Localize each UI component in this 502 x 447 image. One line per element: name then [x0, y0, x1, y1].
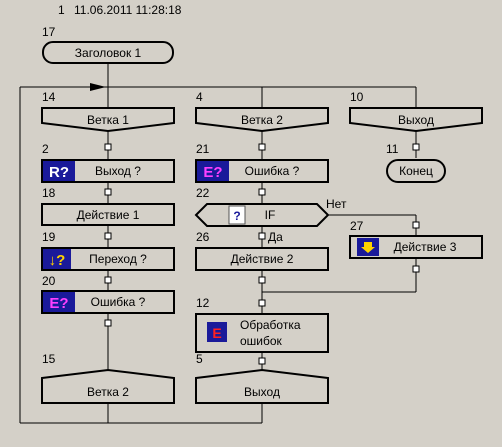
- if-document-icon: [228, 205, 246, 225]
- node-action-1-shape: [41, 203, 175, 226]
- node-error-question-1-id: 20: [42, 274, 56, 288]
- rail-arrow-icon: [90, 83, 106, 91]
- question-e-icon: [43, 292, 75, 312]
- node-branch-2-end-label: Ветка 2: [87, 385, 129, 399]
- header-number: 1: [58, 3, 65, 17]
- node-goto-question-shape: [41, 247, 175, 271]
- node-branch-1-id: 14: [42, 90, 56, 104]
- node-action-1-label: Действие 1: [77, 208, 140, 222]
- node-exit-branch-label: Выход: [398, 113, 434, 127]
- node-exit-question[interactable]: 2 R? Выход ?: [41, 142, 175, 183]
- node-exit-branch-shape: [349, 107, 483, 133]
- node-if-shape: [194, 203, 330, 227]
- node-error-question-2-icon-text: E?: [203, 164, 222, 181]
- node-if-id: 22: [196, 186, 210, 200]
- node-if-label: IF: [265, 208, 276, 222]
- port: [104, 232, 112, 240]
- question-down-icon: [43, 249, 71, 269]
- header-timestamp: 11.06.2011 11:28:18: [74, 3, 182, 17]
- node-error-question-1-label: Ошибка ?: [91, 295, 146, 309]
- node-branch-2-shape: [195, 107, 329, 133]
- port: [412, 265, 420, 273]
- port: [412, 143, 420, 151]
- node-error-handling-label-1: Обработка: [240, 318, 301, 332]
- port: [258, 143, 266, 151]
- port: [104, 319, 112, 327]
- node-end[interactable]: 11 Конец: [386, 142, 446, 183]
- node-title[interactable]: 17 Заголовок 1: [42, 25, 174, 64]
- node-action-3-id: 27: [350, 219, 364, 233]
- node-goto-question-icon-text: ↓?: [49, 252, 66, 269]
- node-goto-question[interactable]: 19 ↓? Переход ?: [41, 230, 175, 271]
- node-end-shape: [386, 159, 446, 183]
- branch-label-no: Нет: [326, 197, 347, 211]
- node-title-id: 17: [42, 25, 56, 39]
- port: [258, 232, 266, 240]
- node-branch-2-end[interactable]: 15 Ветка 2: [41, 352, 175, 404]
- node-exit-end-shape: [195, 368, 329, 404]
- node-branch-1[interactable]: 14 Ветка 1: [41, 90, 175, 133]
- port: [258, 357, 266, 365]
- svg-text:?: ?: [233, 209, 240, 223]
- node-branch-2[interactable]: 4 Ветка 2: [195, 90, 329, 133]
- node-action-2[interactable]: 26 Действие 2: [195, 230, 329, 271]
- node-action-2-shape: [195, 247, 329, 271]
- node-error-handling-label-2: ошибок: [240, 334, 283, 348]
- port: [412, 221, 420, 229]
- node-error-handling[interactable]: 12 E Обработка ошибок: [195, 296, 329, 353]
- node-exit-question-icon-text: R?: [49, 164, 69, 181]
- question-r-icon: [43, 161, 75, 181]
- node-error-handling-icon-text: E: [212, 325, 221, 341]
- node-error-question-1-icon-text: E?: [49, 295, 68, 312]
- port: [258, 276, 266, 284]
- node-title-label: Заголовок 1: [75, 46, 142, 60]
- node-exit-question-label: Выход ?: [95, 164, 141, 178]
- node-error-question-1[interactable]: 20 E? Ошибка ?: [41, 274, 175, 314]
- node-action-1[interactable]: 18 Действие 1: [41, 186, 175, 226]
- port: [104, 143, 112, 151]
- node-exit-end-label: Выход: [244, 385, 280, 399]
- node-action-2-label: Действие 2: [231, 252, 294, 266]
- node-exit-branch-id: 10: [350, 90, 364, 104]
- node-exit-end-id: 5: [196, 352, 203, 366]
- port: [258, 188, 266, 196]
- port: [258, 299, 266, 307]
- node-error-question-2-label: Ошибка ?: [245, 164, 300, 178]
- node-exit-end[interactable]: 5 Выход: [195, 352, 329, 404]
- node-action-3-shape: [349, 235, 483, 259]
- node-action-3[interactable]: 27 Действие 3: [349, 219, 483, 259]
- node-end-id: 11: [386, 142, 399, 156]
- node-error-handling-id: 12: [196, 296, 210, 310]
- port: [104, 276, 112, 284]
- node-action-1-id: 18: [42, 186, 56, 200]
- node-branch-1-label: Ветка 1: [87, 113, 129, 127]
- node-goto-question-label: Переход ?: [89, 252, 147, 266]
- node-exit-question-id: 2: [42, 142, 49, 156]
- node-error-question-2[interactable]: 21 E? Ошибка ?: [195, 142, 329, 183]
- node-action-3-label: Действие 3: [394, 240, 457, 254]
- port: [104, 188, 112, 196]
- branch-label-yes: Да: [268, 230, 283, 244]
- node-goto-question-id: 19: [42, 230, 56, 244]
- error-e-icon: [207, 322, 227, 342]
- node-branch-2-id: 4: [196, 90, 203, 104]
- node-title-shape: [42, 41, 174, 64]
- node-error-question-2-id: 21: [196, 142, 210, 156]
- node-branch-1-shape: [41, 107, 175, 133]
- node-exit-branch[interactable]: 10 Выход: [349, 90, 483, 133]
- node-if[interactable]: 22 ? IF: [194, 186, 330, 227]
- node-end-label: Конец: [399, 164, 433, 178]
- ports: [104, 143, 420, 365]
- node-action-2-id: 26: [196, 230, 210, 244]
- node-branch-2-label: Ветка 2: [241, 113, 283, 127]
- node-branch-2-end-shape: [41, 368, 175, 404]
- node-branch-2-end-id: 15: [42, 352, 56, 366]
- question-e-icon: [197, 161, 229, 181]
